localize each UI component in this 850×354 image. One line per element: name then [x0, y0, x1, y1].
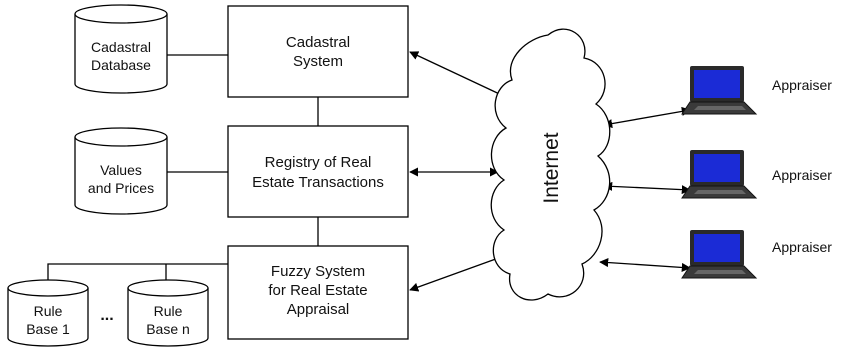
fuzzy-system-box: Fuzzy System for Real Estate Appraisal	[227, 245, 409, 340]
cadastral-system-line2: System	[293, 53, 343, 70]
rule-base-n-line1: Rule	[154, 303, 183, 319]
laptop-icon	[681, 230, 758, 279]
values-db-line1: Values	[100, 162, 142, 178]
fuzzy-system-line3: Appraisal	[287, 301, 350, 318]
cadastral-system-box: Cadastral System	[227, 5, 409, 98]
arrow-appraiser-1	[603, 106, 691, 129]
arrow-internet-cadastral	[409, 51, 509, 99]
laptop-icon	[681, 150, 758, 199]
rule-base-bus	[47, 263, 228, 280]
values-db-line2: and Prices	[88, 180, 154, 196]
rule-base-n: Rule Base n	[127, 279, 209, 347]
rule-base-1: Rule Base 1	[7, 279, 89, 347]
registry-system-line1: Registry of Real	[265, 154, 372, 171]
rule-base-ellipsis: ...	[100, 307, 113, 324]
appraiser-3-label: Appraiser	[772, 239, 832, 255]
laptop-icon	[681, 66, 758, 115]
appraiser-2-label: Appraiser	[772, 167, 832, 183]
internet-cloud: Internet	[490, 28, 611, 301]
rule-base-1-line1: Rule	[34, 303, 63, 319]
appraiser-1: Appraiser	[681, 66, 832, 115]
rule-base-n-line2: Base n	[146, 321, 190, 337]
appraiser-3: Appraiser	[681, 230, 832, 279]
fuzzy-system-line1: Fuzzy System	[271, 263, 365, 280]
arrow-internet-fuzzy	[409, 255, 505, 292]
fuzzy-system-line2: for Real Estate	[268, 282, 367, 299]
appraiser-2: Appraiser	[681, 150, 832, 199]
rule-base-1-line2: Base 1	[26, 321, 70, 337]
cloud-icon	[490, 28, 611, 301]
registry-system-box: Registry of Real Estate Transactions	[227, 125, 409, 218]
connector-lines	[47, 51, 691, 292]
registry-system-line2: Estate Transactions	[252, 174, 384, 191]
arrow-appraiser-2	[603, 181, 691, 195]
cadastral-db-line2: Database	[91, 57, 151, 73]
cadastral-system-line1: Cadastral	[286, 34, 350, 51]
appraiser-1-label: Appraiser	[772, 77, 832, 93]
arrow-appraiser-3	[599, 258, 691, 272]
cadastral-database: Cadastral Database	[74, 4, 168, 94]
values-prices-database: Values and Prices	[74, 127, 168, 215]
cadastral-db-line1: Cadastral	[91, 39, 151, 55]
internet-label: Internet	[540, 132, 563, 203]
